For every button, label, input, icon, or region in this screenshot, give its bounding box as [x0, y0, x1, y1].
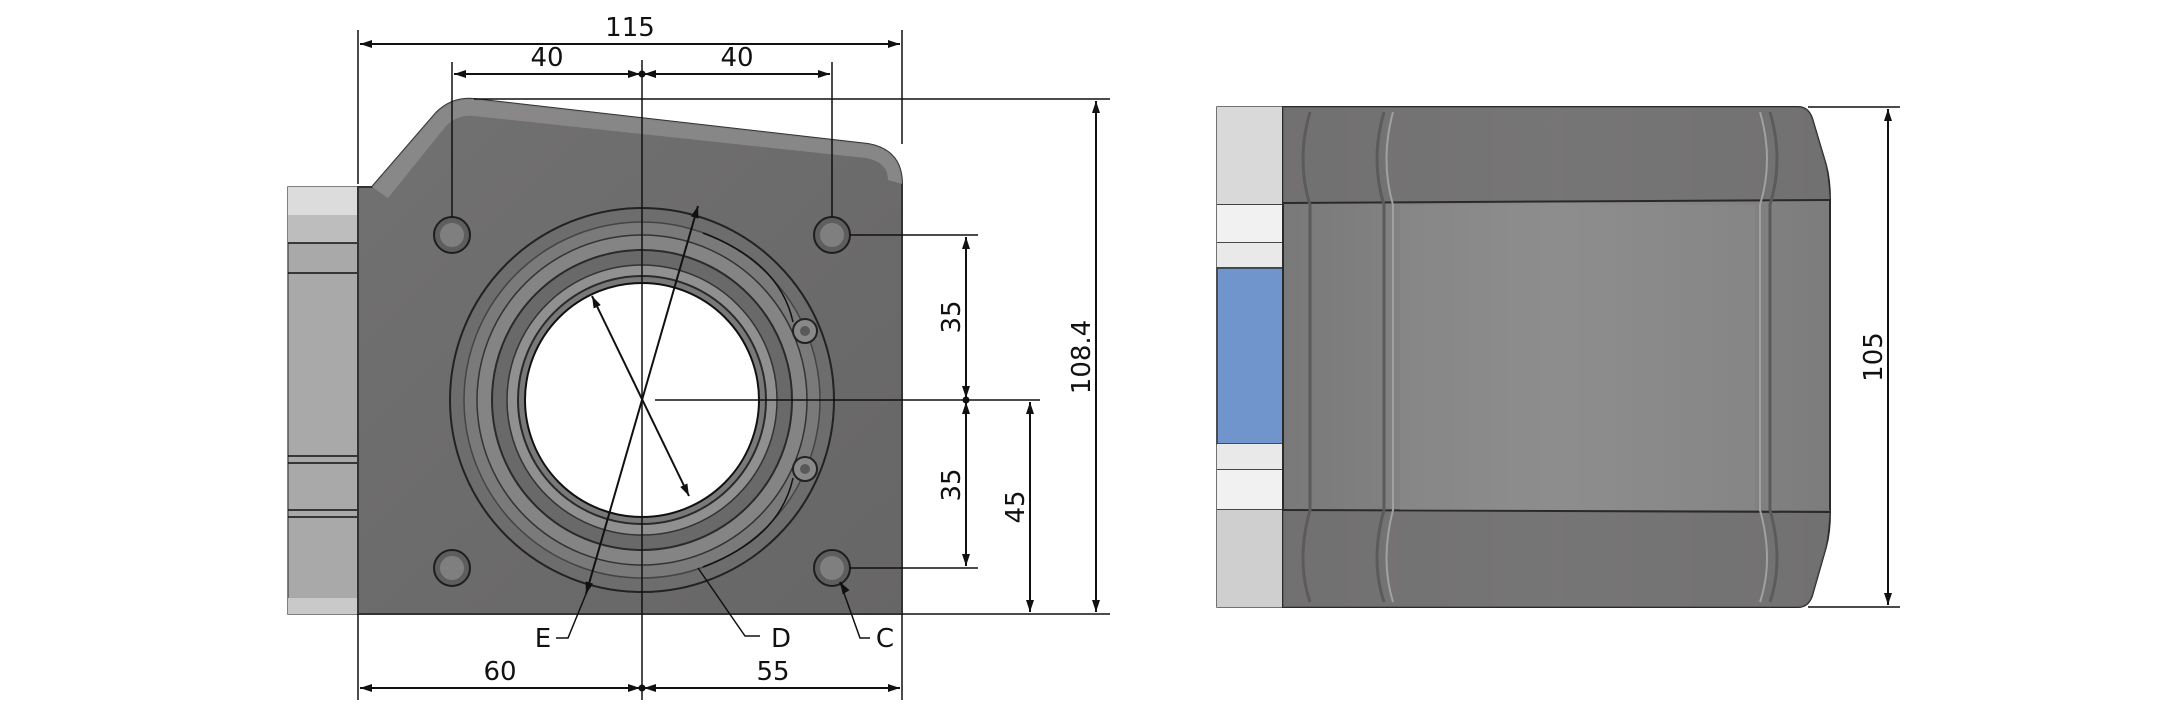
dim-hole-offset-bottom: 35	[937, 468, 967, 501]
side-view: 105	[1216, 106, 1900, 608]
dim-bore-height: 45	[1001, 490, 1031, 523]
mounting-hole-bottom-right	[813, 549, 851, 587]
mounting-hole-bottom-left	[433, 549, 471, 587]
callout-d: D	[771, 624, 791, 654]
front-view: 115 40 40 35 35 45 108.4 60 55	[287, 13, 1110, 700]
dim-overall-width: 115	[605, 13, 655, 43]
dim-overall-height: 108.4	[1067, 320, 1097, 394]
callout-e: E	[535, 624, 551, 654]
mounting-hole-top-left	[433, 216, 471, 254]
dim-hole-offset-top: 35	[937, 300, 967, 333]
dim-hole-spacing-right: 40	[720, 43, 753, 73]
callout-c: C	[876, 624, 894, 654]
dim-bore-to-right: 55	[756, 657, 789, 687]
front-left-flange	[287, 186, 359, 615]
dim-left-to-bore: 60	[483, 657, 516, 687]
dim-hole-spacing-left: 40	[530, 43, 563, 73]
mounting-hole-top-right	[813, 216, 851, 254]
seal-blue-band	[1216, 267, 1284, 445]
dim-side-height: 105	[1859, 332, 1889, 382]
side-flange	[1216, 106, 1284, 608]
